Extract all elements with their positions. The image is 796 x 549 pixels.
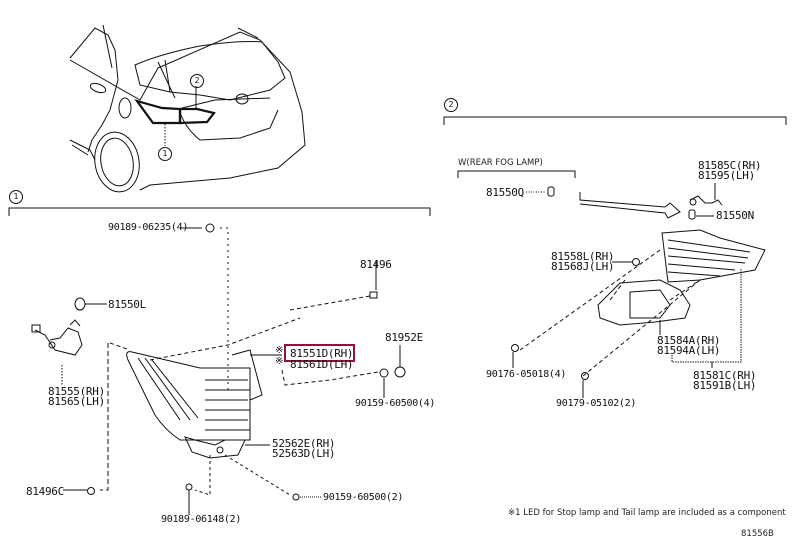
- part-label-81594A-lh[interactable]: 81594A(LH): [657, 344, 721, 357]
- part-label-81565-lh[interactable]: 81565(LH): [48, 395, 105, 408]
- bolt-bottom[interactable]: [185, 483, 193, 491]
- part-label-81558L-rh[interactable]: 81558L(RH): [551, 250, 615, 263]
- part-label-81550N[interactable]: 81550N: [716, 209, 754, 222]
- car-rear-view-illustration: [69, 24, 306, 193]
- clip-81496C[interactable]: [87, 487, 95, 495]
- part-label-81496C[interactable]: 81496C: [26, 485, 64, 498]
- section-1-bracket: [8, 207, 431, 216]
- part-label-81496[interactable]: 81496: [360, 258, 392, 271]
- part-label-81551D-rh[interactable]: 81551D(RH): [290, 347, 354, 360]
- part-label-90189-06235[interactable]: 90189-06235(4): [108, 222, 189, 233]
- tail-lamp-inner-assembly[interactable]: [661, 229, 766, 283]
- footnote: ※1 LED for Stop lamp and Tail lamp are i…: [508, 508, 786, 518]
- socket-81585C[interactable]: [689, 195, 723, 206]
- bulb-81550N[interactable]: [688, 209, 696, 220]
- part-label-81555-rh[interactable]: 81555(RH): [48, 385, 105, 398]
- bulb-81550L[interactable]: [74, 297, 86, 311]
- lamp-asterisk-mark-2: ※: [275, 356, 284, 367]
- part-label-81952E[interactable]: 81952E: [385, 331, 423, 344]
- part-label-52563D-lh[interactable]: 52563D(LH): [272, 447, 336, 460]
- part-label-90189-06148[interactable]: 90189-06148(2): [161, 514, 242, 525]
- bolt-top[interactable]: [205, 223, 215, 233]
- part-label-52562E-rh[interactable]: 52562E(RH): [272, 437, 336, 450]
- section-2-bracket: [443, 116, 787, 125]
- part-label-81561D-lh[interactable]: 81561D(LH): [290, 358, 354, 371]
- gasket[interactable]: [597, 279, 691, 326]
- fog-bulb-81550Q[interactable]: [547, 186, 555, 197]
- part-label-81550Q[interactable]: 81550Q: [486, 186, 524, 199]
- part-label-81591B-lh[interactable]: 81591B(LH): [693, 379, 757, 392]
- section-1-leaders: [61, 227, 401, 515]
- part-label-90179-05102[interactable]: 90179-05102(2): [556, 398, 637, 409]
- nut-90176[interactable]: [511, 344, 519, 352]
- part-label-81568J-lh[interactable]: 81568J(LH): [551, 260, 615, 273]
- highlighted-part-box: [284, 344, 355, 362]
- part-label-90159-60500-2[interactable]: 90159-60500(2): [323, 492, 404, 503]
- socket-wire-harness[interactable]: [31, 319, 83, 356]
- part-label-81581C-rh[interactable]: 81581C(RH): [693, 369, 757, 382]
- tail-lamp-highlight-outline: [134, 99, 216, 125]
- nut-right[interactable]: [379, 368, 389, 378]
- section-2-leaders: [457, 170, 742, 398]
- callout-2-circle[interactable]: 2: [190, 74, 204, 88]
- section-2-marker: 2: [444, 98, 458, 112]
- part-label-81585C-rh[interactable]: 81585C(RH): [698, 159, 762, 172]
- part-label-81550L[interactable]: 81550L: [108, 298, 146, 311]
- grommet-81496[interactable]: [369, 291, 378, 299]
- part-label-90176-05018[interactable]: 90176-05018(4): [486, 369, 567, 380]
- nut-90179[interactable]: [581, 372, 589, 380]
- fog-lamp-group-title: W(REAR FOG LAMP): [458, 158, 543, 168]
- clip-81558L[interactable]: [632, 258, 640, 266]
- lamp-asterisk-mark-1: ※: [275, 345, 284, 356]
- retainer-bracket[interactable]: [184, 436, 246, 459]
- cap-81952E[interactable]: [394, 366, 406, 378]
- part-label-81595-lh[interactable]: 81595(LH): [698, 169, 755, 182]
- tail-lamp-outer-assembly[interactable]: [126, 349, 263, 441]
- part-label-90159-60500-4[interactable]: 90159-60500(4): [355, 398, 436, 409]
- callout-1-circle[interactable]: 1: [158, 147, 172, 161]
- section-1-marker: 1: [9, 190, 23, 204]
- diagram-id: 81556B: [741, 529, 774, 539]
- part-label-81584A-rh[interactable]: 81584A(RH): [657, 334, 721, 347]
- nut-bottom[interactable]: [292, 493, 300, 501]
